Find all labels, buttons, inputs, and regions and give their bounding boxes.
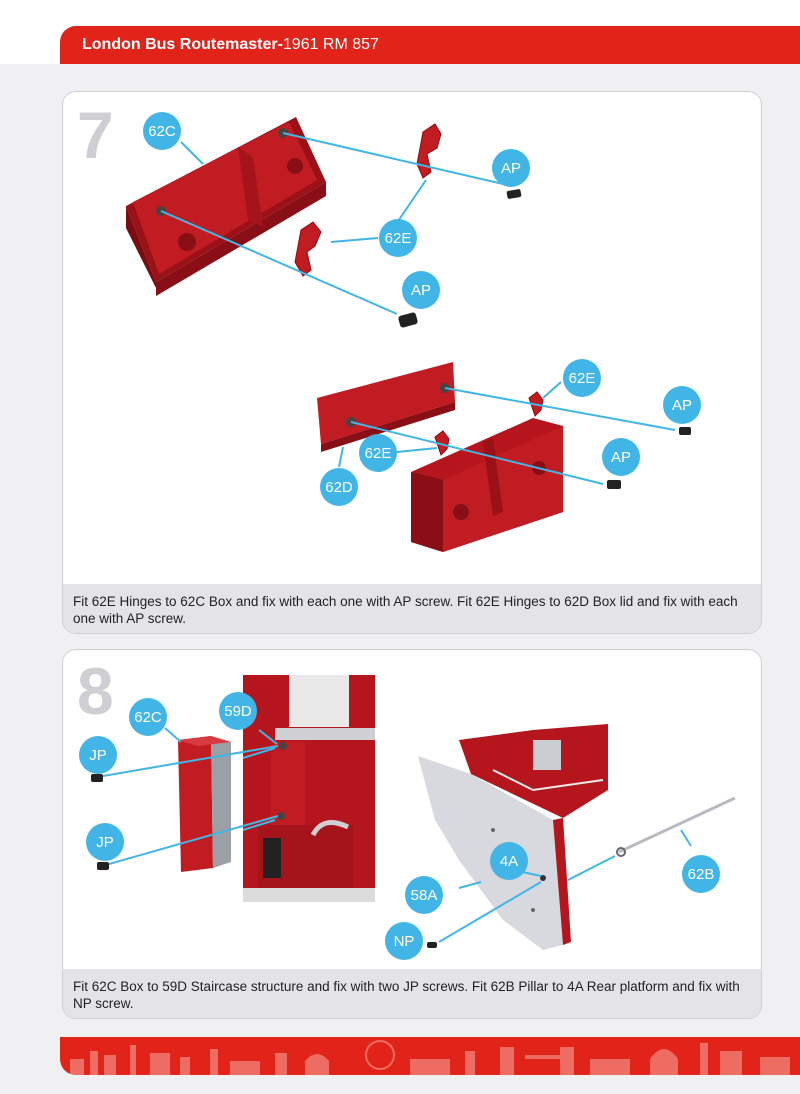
box-62c-part — [178, 736, 231, 872]
step-7-panel: 7 — [62, 91, 762, 634]
label-62e-2: 62E — [563, 359, 601, 397]
screw-part — [91, 774, 437, 948]
header-bar: London Bus Routemaster- 1961 RM 857 — [60, 26, 800, 64]
label-59d: 59D — [219, 692, 257, 730]
label-ap-1: AP — [492, 149, 530, 187]
step-8-number: 8 — [77, 654, 114, 728]
label-jp-1: JP — [79, 736, 117, 774]
london-skyline-icon — [70, 1040, 790, 1075]
label-jp-2: JP — [86, 823, 124, 861]
footer-skyline-bar — [60, 1037, 800, 1075]
header-title-rest: 1961 RM 857 — [282, 36, 379, 53]
label-np: NP — [385, 922, 423, 960]
label-ap-3: AP — [663, 386, 701, 424]
label-62c: 62C — [143, 112, 181, 150]
step-7-illustration — [126, 117, 691, 552]
step-8-caption: Fit 62C Box to 59D Staircase structure a… — [63, 969, 761, 1018]
step-7-number: 7 — [77, 98, 114, 172]
box-lid-62d-part — [317, 362, 455, 452]
leader-lines — [160, 132, 676, 485]
label-4a: 4A — [490, 842, 528, 880]
step-8-illustration — [91, 675, 736, 950]
label-62e-1: 62E — [379, 219, 417, 257]
label-62c: 62C — [129, 698, 167, 736]
pillar-62b-part — [616, 796, 736, 857]
leader-lines — [102, 727, 692, 943]
step-7-caption: Fit 62E Hinges to 62C Box and fix with e… — [63, 584, 761, 633]
label-ap-2: AP — [402, 271, 440, 309]
label-ap-4: AP — [602, 438, 640, 476]
label-62e-3: 62E — [359, 434, 397, 472]
staircase-59d-part — [243, 675, 375, 902]
label-58a: 58A — [405, 876, 443, 914]
label-62d: 62D — [320, 468, 358, 506]
rear-platform-4a-part — [418, 724, 608, 950]
label-62b: 62B — [682, 855, 720, 893]
header-title-bold: London Bus Routemaster- — [82, 36, 283, 53]
ap-screw-part — [398, 189, 691, 489]
box-62c-part — [126, 117, 326, 296]
box-62c-assembled-part — [411, 391, 563, 552]
step-8-panel: 8 — [62, 649, 762, 1019]
